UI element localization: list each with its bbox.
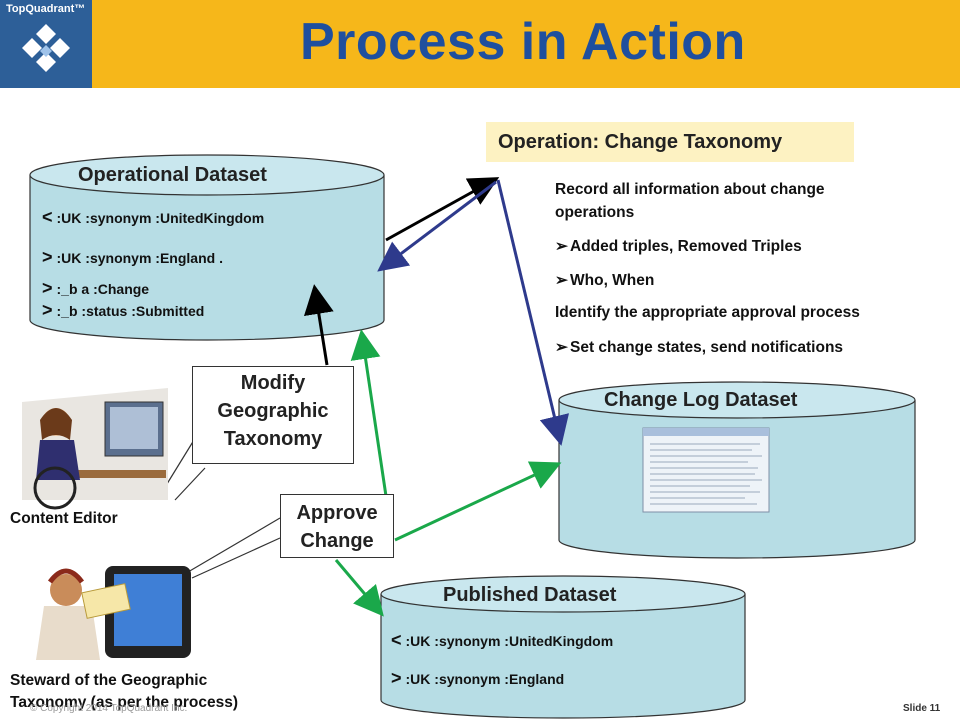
operation-note-6: Set change states, send notifications	[555, 338, 843, 357]
content-editor-label: Content Editor	[10, 510, 118, 527]
operation-note-2: operations	[555, 204, 635, 221]
green-arrow-to-published	[334, 559, 384, 617]
page-title: Process in Action	[300, 13, 746, 71]
arrow-to-operational-dataset	[377, 180, 497, 272]
operation-title: Operation: Change Taxonomy	[498, 131, 783, 153]
operation-note-4: Who, When	[555, 271, 654, 290]
operational-dataset-title: Operational Dataset	[78, 164, 267, 186]
operational-line-4: >:_b :status :Submitted	[42, 300, 205, 320]
slide-number: Slide 11	[903, 703, 941, 714]
modify-taxonomy-callout: Modify Geographic Taxonomy	[192, 366, 354, 464]
change-log-screenshot-thumbnail	[642, 427, 770, 513]
approve-change-callout: Approve Change	[280, 494, 394, 558]
operational-line-1: <:UK :synonym :UnitedKingdom	[42, 207, 265, 227]
green-arrow-to-change-log	[394, 461, 562, 542]
arrow-to-change-log	[496, 179, 570, 446]
diamond-logo-icon	[22, 24, 70, 72]
operation-note-5: Identify the appropriate approval proces…	[555, 304, 860, 321]
published-line-1: <:UK :synonym :UnitedKingdom	[391, 630, 614, 650]
change-log-title: Change Log Dataset	[604, 389, 798, 411]
published-dataset-title: Published Dataset	[443, 584, 617, 606]
header-bar	[0, 0, 960, 88]
steward-label-line2: Taxonomy (as per the process)	[10, 694, 238, 711]
published-line-2: >:UK :synonym :England	[391, 668, 565, 688]
operation-note-1: Record all information about change	[555, 181, 825, 198]
operational-line-2: >:UK :synonym :England .	[42, 247, 223, 267]
company-logo	[0, 0, 92, 88]
arrow-to-operation	[385, 177, 500, 242]
operation-note-3: Added triples, Removed Triples	[555, 237, 802, 256]
content-editor-illustration	[22, 388, 168, 510]
steward-label-line1: Steward of the Geographic	[10, 672, 208, 689]
operation-box	[486, 122, 854, 162]
published-dataset-cylinder	[380, 575, 746, 719]
arrow-modify-to-dataset	[303, 284, 334, 366]
operational-line-3: >:_b a :Change	[42, 278, 150, 298]
green-arrow-to-operational	[350, 329, 388, 497]
operational-dataset-cylinder	[29, 154, 385, 341]
steward-illustration	[36, 566, 191, 660]
logo-text: TopQuadrant™	[6, 3, 86, 15]
footer-copyright: © Copyright 2014 TopQuadrant Inc.	[30, 703, 188, 714]
approve-callout-pointer	[187, 517, 281, 573]
